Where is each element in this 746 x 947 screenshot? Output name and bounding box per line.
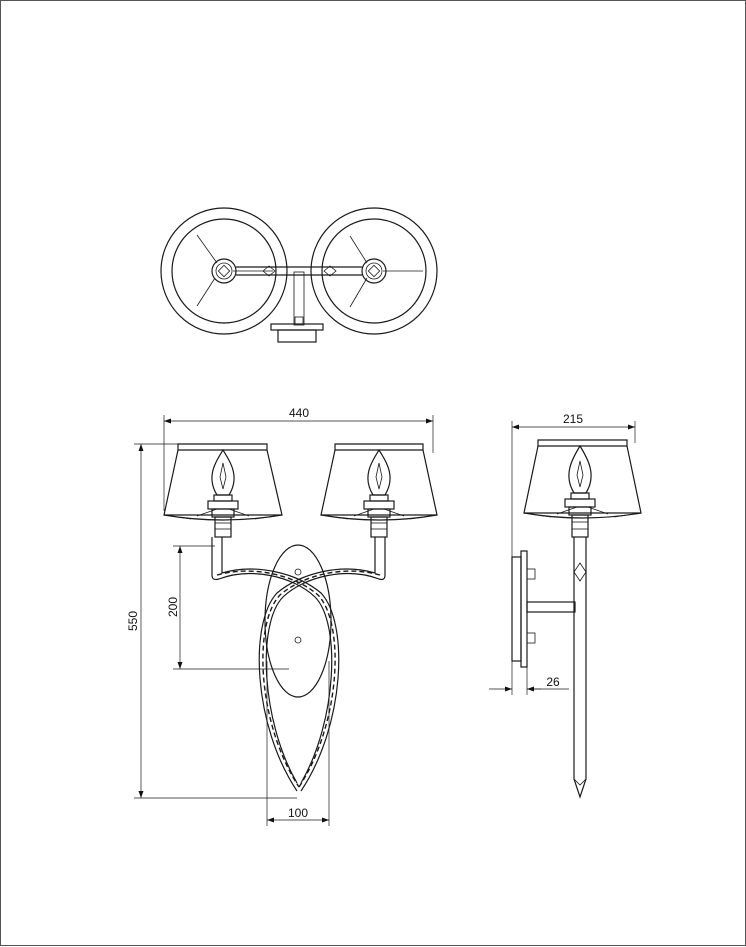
dimension-label-total-height: 550: [126, 611, 140, 631]
top-stem: [293, 271, 305, 326]
top-backplate: [277, 329, 317, 343]
top-shade-left: [160, 207, 288, 335]
dimension-backplate-offset: 26: [489, 661, 569, 695]
top-view: [160, 207, 438, 343]
front-view: 440 550 200 100: [126, 406, 438, 826]
dimension-label-total-width: 440: [289, 406, 309, 420]
dimension-label-arm-height: 200: [166, 597, 180, 617]
front-shade-right: [320, 443, 438, 538]
side-view: 215 26: [489, 412, 642, 799]
front-backplate: [264, 544, 332, 698]
side-backplate: [511, 556, 522, 662]
dimension-total-width: 440: [163, 406, 434, 511]
top-shade-right: [310, 207, 438, 335]
side-shade: [523, 439, 642, 538]
dimension-total-height: 550: [126, 443, 297, 799]
dimension-label-backplate-offset: 26: [546, 675, 560, 689]
dimension-label-backplate-width: 100: [288, 806, 308, 820]
front-shade-left: [163, 443, 283, 538]
dimension-label-depth: 215: [563, 412, 583, 426]
dimension-backplate-width: 100: [266, 661, 330, 826]
top-stem-knob: [294, 316, 304, 325]
dimension-arm-height: 200: [166, 545, 289, 670]
dimension-depth: 215: [511, 412, 636, 557]
